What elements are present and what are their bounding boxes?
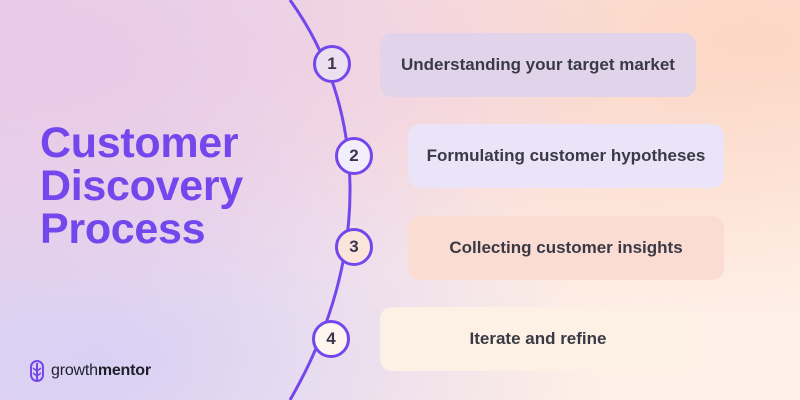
title-line-2: Discovery	[40, 162, 243, 210]
step-card-3: Collecting customer insights	[408, 216, 724, 280]
logo-text-bold: mentor	[97, 362, 151, 379]
step-label-4: Iterate and refine	[469, 329, 607, 348]
page-title: Customer Discovery Process	[40, 122, 243, 251]
step-card-1: Understanding your target market	[380, 33, 696, 97]
step-number-badge-3: 3	[335, 228, 373, 266]
logo-text-regular: growth	[51, 362, 98, 379]
step-number-badge-4: 4	[312, 320, 350, 358]
step-card-4: Iterate and refine	[380, 307, 696, 371]
step-label-2: Formulating customer hypotheses	[426, 146, 706, 165]
step-number-4: 4	[326, 329, 336, 348]
step-number-1: 1	[327, 54, 337, 73]
step-number-badge-2: 2	[335, 137, 373, 175]
step-label-3: Collecting customer insights	[449, 238, 683, 257]
step-label-1: Understanding your target market	[401, 55, 675, 74]
growthmentor-logo: growthmentor	[30, 360, 151, 382]
step-number-2: 2	[349, 146, 359, 165]
title-line-1: Customer	[40, 119, 239, 167]
step-number-badge-1: 1	[313, 45, 351, 83]
logo-wordmark: growthmentor	[51, 362, 151, 380]
step-number-3: 3	[349, 237, 359, 256]
step-card-2: Formulating customer hypotheses	[408, 124, 724, 188]
growthmentor-logo-icon	[30, 360, 44, 382]
title-line-3: Process	[40, 205, 206, 253]
